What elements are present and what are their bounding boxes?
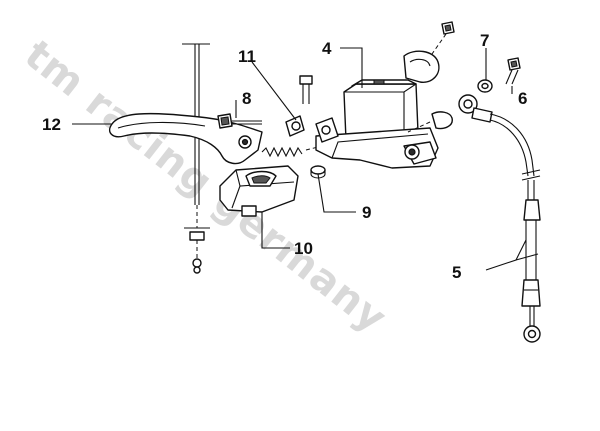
callout-10: 10	[294, 239, 313, 258]
hose-part-5	[458, 94, 541, 343]
nut-part-9	[310, 165, 326, 179]
pushrod-part-11	[285, 75, 313, 137]
callout-8: 8	[242, 89, 251, 108]
callout-12: 12	[42, 115, 61, 134]
washer-part-7	[477, 79, 493, 93]
reference-rod	[182, 43, 210, 274]
clamp-bolt	[407, 21, 455, 133]
leader-lines	[72, 47, 539, 271]
callout-9: 9	[362, 203, 371, 222]
callout-4: 4	[322, 39, 332, 58]
bolt-part-8	[217, 113, 262, 129]
housing-part-10	[219, 165, 299, 217]
callout-11: 11	[238, 47, 256, 66]
master-cylinder-part-4	[315, 50, 440, 169]
callout-labels: 4 5 6 7 8 9 10 11 12	[42, 31, 527, 282]
callout-7: 7	[480, 31, 489, 50]
callout-5: 5	[452, 263, 461, 282]
banjo-bolt-part-6	[505, 57, 521, 85]
watermark-text: tm racing germany	[16, 32, 395, 343]
callout-6: 6	[518, 89, 527, 108]
spring	[261, 143, 331, 158]
